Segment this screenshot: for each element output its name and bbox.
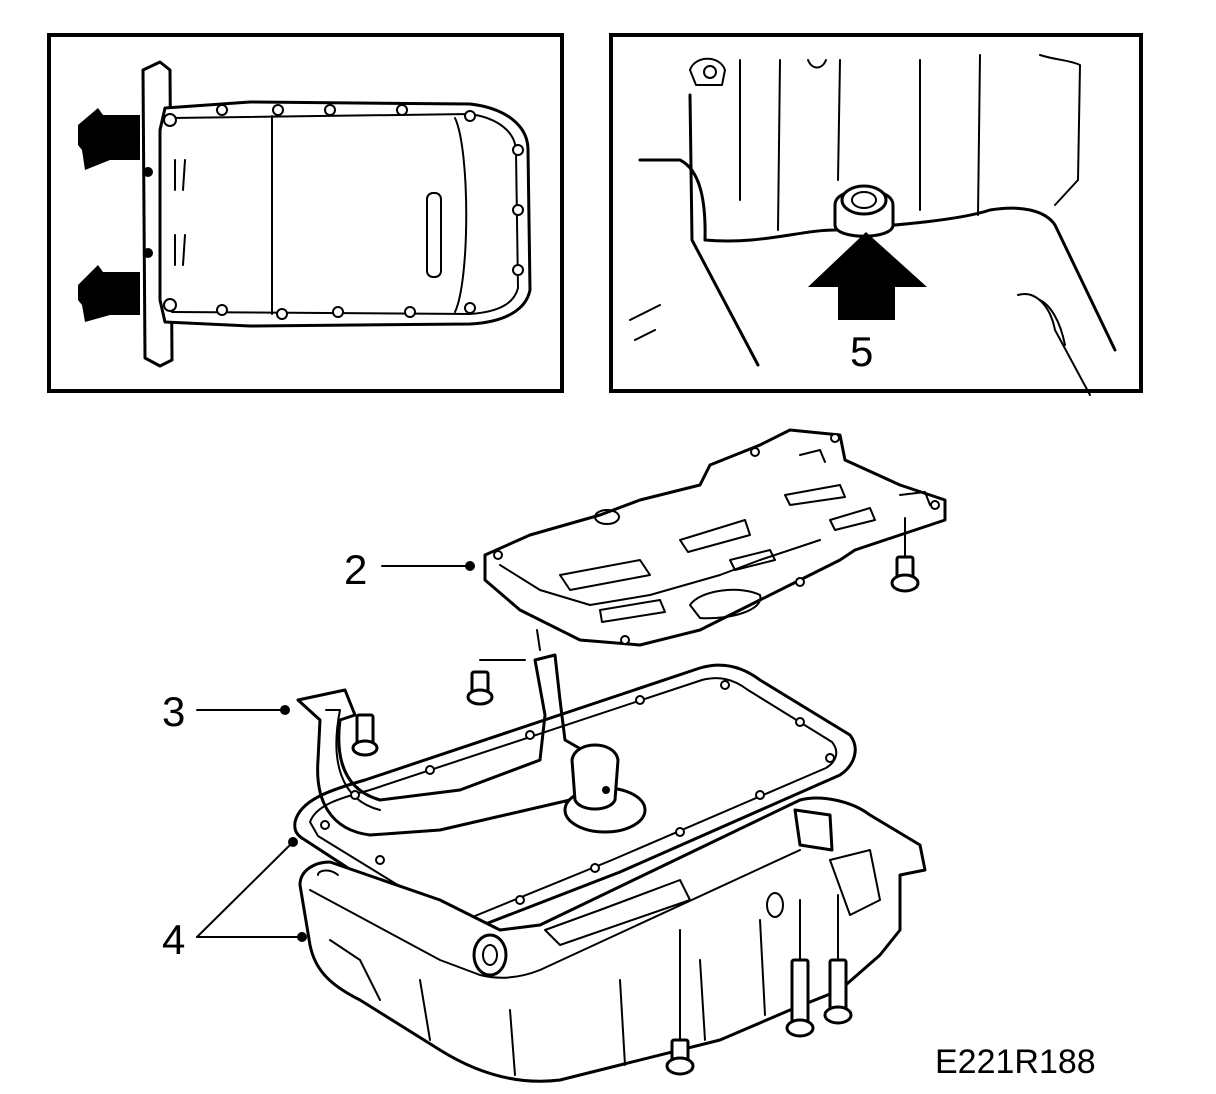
oil-pan xyxy=(298,796,927,1083)
arrow-lower-left xyxy=(78,265,140,322)
baffle-bolt xyxy=(890,517,920,593)
oil-pickup-pipe xyxy=(296,629,647,837)
callout-leaders xyxy=(196,561,475,942)
figure-id: E221R188 xyxy=(935,1043,1096,1081)
callout-2: 2 xyxy=(344,546,367,593)
drain-plug-arrow xyxy=(808,232,927,320)
drain-plug xyxy=(833,184,895,238)
callout-4: 4 xyxy=(162,916,185,963)
callout-5: 5 xyxy=(850,328,873,375)
arrow-upper-left xyxy=(78,108,140,170)
inset-left-panel xyxy=(47,33,564,393)
oil-pan-outline-bottom-view xyxy=(158,100,532,328)
callout-3: 3 xyxy=(162,688,185,735)
pipe-bolts xyxy=(351,659,526,757)
pan-bolts xyxy=(665,894,853,1076)
pan-bolt-holes xyxy=(163,104,524,320)
inset-right-panel: 5 xyxy=(609,33,1143,396)
baffle-plate xyxy=(483,428,947,647)
